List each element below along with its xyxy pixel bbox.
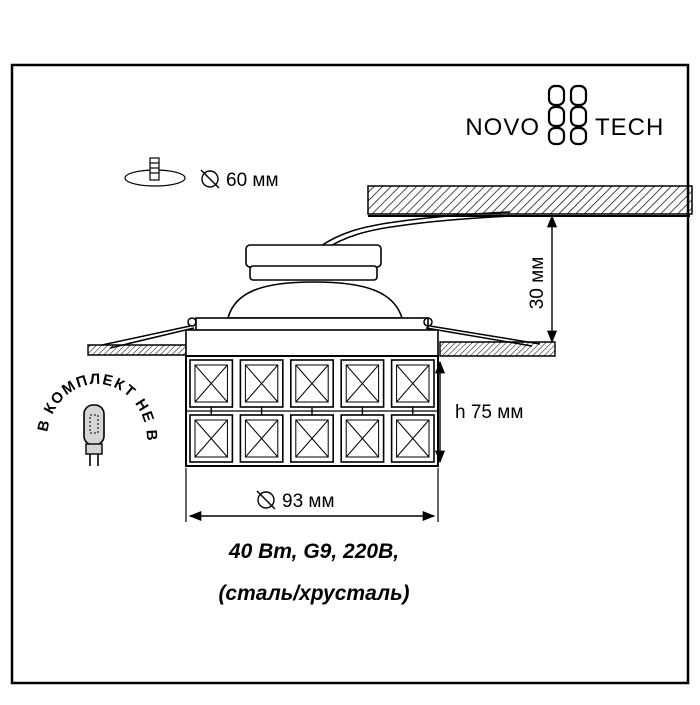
mount-height-label: 30 мм xyxy=(527,257,548,310)
diameter-label: 93 мм xyxy=(282,491,335,512)
ceiling-slab xyxy=(367,185,693,215)
crystal-cell xyxy=(390,359,435,408)
outer-frame xyxy=(10,63,690,685)
bulb-note-text: ЛАМПА В КОМПЛЕКТ НЕ ВХОДИТ xyxy=(0,0,160,442)
crystal-cell xyxy=(289,359,334,408)
cutout-icon xyxy=(124,157,186,187)
crystal-cell xyxy=(340,414,385,463)
crystal-cell xyxy=(390,414,435,463)
crystal-cell xyxy=(189,414,234,463)
spring-clip-left xyxy=(101,317,197,349)
spec-line-2: (сталь/хрусталь) xyxy=(218,582,409,605)
ceiling-plate-left xyxy=(87,344,189,356)
diameter-icon-bottom xyxy=(256,490,276,510)
brand-logo: NOVO TECH xyxy=(465,84,664,146)
brand-name-right: TECH xyxy=(595,114,664,141)
crystal-cell xyxy=(189,359,234,408)
bulb-not-included-stamp: ЛАМПА В КОМПЛЕКТ НЕ ВХОДИТ xyxy=(0,0,160,466)
crystal-cell xyxy=(239,414,284,463)
power-cable xyxy=(317,211,511,249)
height-label: h 75 мм xyxy=(455,402,523,423)
crystal-cell xyxy=(340,359,385,408)
fixture-housing xyxy=(185,244,439,357)
spring-clip-right xyxy=(423,317,541,347)
crystal-cell xyxy=(239,359,284,408)
crystal-cell xyxy=(289,414,334,463)
spec-line-1: 40 Вт, G9, 220В, xyxy=(228,540,399,563)
g9-bulb-icon xyxy=(83,404,105,466)
cutout-diameter-label: 60 мм xyxy=(226,170,279,191)
brand-name-left: NOVO xyxy=(465,114,540,141)
diameter-icon xyxy=(200,169,220,189)
crystal-block xyxy=(185,355,439,467)
brand-logo-mark xyxy=(547,84,588,146)
